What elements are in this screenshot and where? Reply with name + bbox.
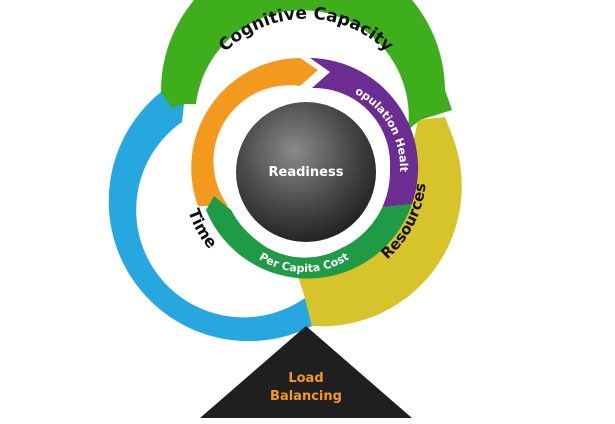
experience-of-care-arrow	[191, 58, 318, 206]
time-arrow	[108, 92, 312, 342]
per-capita-cost-arrow	[206, 196, 412, 279]
readiness-circle	[236, 102, 376, 242]
cognitive-capacity-arrow	[160, 0, 452, 130]
load-label: Load	[288, 371, 323, 386]
population-health-arrow	[310, 58, 419, 208]
load-balancing-triangle	[200, 326, 412, 418]
balancing-label: Balancing	[270, 389, 342, 404]
readiness-label: Readiness	[269, 165, 344, 180]
